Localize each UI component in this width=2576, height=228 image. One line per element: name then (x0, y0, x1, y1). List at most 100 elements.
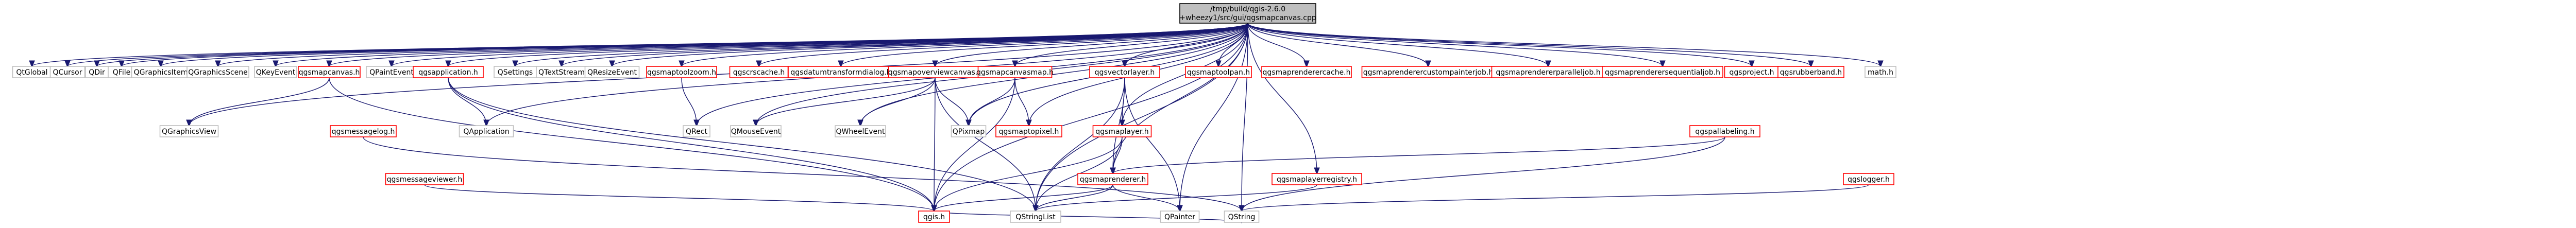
edge-root-to-qgsmapcanvasmap-h (1015, 23, 1248, 66)
edge-root-to-qgscrscache-h (759, 23, 1248, 66)
edge-root-to-qwheelevent (860, 23, 1248, 126)
edge-root-to-qpainter (1180, 23, 1248, 211)
node-label: QRect (686, 128, 707, 136)
node-qstringlist[interactable]: QStringList (1010, 211, 1061, 223)
node-qgsmapoverviewcanvas-h[interactable]: qgsmapoverviewcanvas.h (888, 66, 982, 78)
edge-qgsmessagelog-h-to-qstring (363, 136, 1242, 211)
node-qglobal[interactable]: QtGlobal (12, 66, 52, 78)
node-qgsmessageviewer-h[interactable]: qgsmessageviewer.h (385, 173, 464, 185)
edge-qgsmapoverviewcanvas-h-to-qmouseevent (756, 77, 936, 126)
node-qgsmaprenderer-h[interactable]: qgsmaprenderer.h (1077, 173, 1148, 185)
node-qgsmaptoolzoom-h[interactable]: qgsmaptoolzoom.h (646, 66, 717, 78)
node-qstring[interactable]: QString (1224, 211, 1260, 223)
node-qgslogger-h[interactable]: qgslogger.h (1843, 173, 1894, 185)
edge-root-to-qgsmaprenderercustompainterjob-h (1247, 23, 1428, 66)
node-qgsrubberband-h[interactable]: qgsrubberband.h (1777, 66, 1844, 78)
root-node-file-line: +wheezy1/src/gui/qgsmapcanvas.cpp (1179, 14, 1316, 22)
node-qwheelevent[interactable]: QWheelEvent (835, 125, 886, 137)
node-label: qgsmaplayerregistry.h (1277, 176, 1357, 184)
node-qmouseevent[interactable]: QMouseEvent (730, 125, 782, 137)
node-label: QGraphicsView (162, 128, 216, 136)
edge-root-to-qgsmaplayerregistry-h (1247, 23, 1317, 173)
node-qgsmaplayer-h[interactable]: qgsmaplayer.h (1092, 125, 1152, 137)
node-qpixmap[interactable]: QPixmap (951, 125, 987, 137)
node-qgsvectorlayer-h[interactable]: qgsvectorlayer.h (1089, 66, 1160, 78)
node-label: qgsmaprenderercustompainterjob.h (1363, 68, 1493, 77)
edge-qgsmaplayerregistry-h-to-qstringlist (1036, 184, 1317, 211)
node-qgsmapcanvasmap-h[interactable]: qgsmapcanvasmap.h (976, 66, 1054, 78)
edge-qgsmapcanvasmap-h-to-qpixmap (969, 77, 1015, 126)
node-qcursor[interactable]: QCursor (49, 66, 86, 78)
edge-qgspallabeling-h-to-qstring (1242, 136, 1725, 211)
edge-root-to-qgsmaprendererparalleljob-h (1247, 23, 1548, 66)
node-qrect[interactable]: QRect (683, 125, 710, 137)
node-label: qgsmapcanvas.h (299, 68, 360, 77)
edge-qgsapplication-h-to-qstringlist (448, 77, 1036, 211)
edge-qgsmapcanvasmap-h-to-qgis-h (934, 77, 1015, 211)
node-label: qgsmaptoolzoom.h (647, 68, 716, 77)
node-label: QtGlobal (16, 68, 47, 77)
node-qsettings[interactable]: QSettings (494, 66, 537, 78)
edge-root-to-qgsmapcanvas-h (329, 23, 1248, 66)
edge-root-to-qgsmaptoolzoom-h (682, 23, 1248, 66)
edge-qgsmaprenderer-h-to-qgis-h (934, 184, 1113, 211)
node-qgscrscache-h[interactable]: qgscrscache.h (729, 66, 789, 78)
node-label: qgsmaplayer.h (1095, 128, 1148, 136)
edge-root-to-qgsmaplayer-h (1122, 23, 1248, 126)
edge-root-to-qstring (1242, 23, 1248, 211)
node-qgsapplication-h[interactable]: qgsapplication.h (413, 66, 484, 78)
edge-root-to-math-h (1247, 23, 1880, 66)
node-label: QPainter (1164, 213, 1195, 221)
node-qgraphicsscene[interactable]: QGraphicsScene (187, 66, 249, 78)
node-qgsmaprenderercache-h[interactable]: qgsmaprenderercache.h (1261, 66, 1352, 78)
node-label: QString (1228, 213, 1256, 221)
edge-qgsmapcanvas-h-to-qgis-h (329, 77, 934, 211)
edge-root-to-qgsmapoverviewcanvas-h (935, 23, 1248, 66)
node-qgsdatumtransformdialog-h[interactable]: qgsdatumtransformdialog.h (788, 66, 894, 78)
node-label: QDir (89, 68, 105, 77)
node-label: QCursor (53, 68, 82, 77)
edge-qgsmapoverviewcanvas-h-to-qwheelevent (860, 77, 936, 126)
node-qtextstream[interactable]: QTextStream (536, 66, 587, 78)
edge-root-to-qgsrubberband-h (1247, 23, 1811, 66)
node-qgraphicsitem[interactable]: QGraphicsItem (131, 66, 191, 78)
node-qpaintevent[interactable]: QPaintEvent (366, 66, 417, 78)
node-label: QGraphicsScene (188, 68, 248, 77)
node-label: qgsproject.h (1730, 68, 1774, 77)
node-label: qgsdatumtransformdialog.h (790, 68, 891, 77)
node-qgsmaprendererparalleljob-h[interactable]: qgsmaprendererparalleljob.h (1491, 66, 1605, 78)
node-qdir[interactable]: QDir (85, 66, 109, 78)
node-qgsproject-h[interactable]: qgsproject.h (1724, 66, 1780, 78)
node-label: qgslogger.h (1848, 176, 1890, 184)
node-qresizeevent[interactable]: QResizeEvent (584, 66, 640, 78)
edge-qgsmapoverviewcanvas-h-to-qpixmap (935, 77, 969, 126)
node-qgsmessagelog-h[interactable]: qgsmessagelog.h (330, 125, 397, 137)
node-qgraphicsview[interactable]: QGraphicsView (159, 125, 219, 137)
node-label: qgsrubberband.h (1780, 68, 1842, 77)
node-qgsmaplayerregistry-h[interactable]: qgsmaplayerregistry.h (1272, 173, 1362, 185)
node-label: qgsmessagelog.h (332, 128, 395, 136)
edge-qgsmapoverviewcanvas-h-to-qstringlist (935, 77, 1036, 211)
node-qpainter[interactable]: QPainter (1160, 211, 1200, 223)
edge-qgsmaprenderer-h-to-qpainter (1112, 184, 1180, 211)
node-label: QWheelEvent (836, 128, 885, 136)
edge-qgsmapcanvas-h-to-qgraphicsview (189, 77, 330, 126)
node-qgsmaprenderersequentialjob-h[interactable]: qgsmaprenderersequentialjob.h (1602, 66, 1723, 78)
node-label: qgsmaprenderersequentialjob.h (1605, 68, 1720, 77)
edge-qgsmaplayer-h-to-qgis-h (934, 136, 1123, 211)
node-qgsmaptopixel-h[interactable]: qgsmaptopixel.h (995, 125, 1062, 137)
node-qgis-h[interactable]: qgis.h (918, 211, 950, 223)
node-qgsmapcanvas-h[interactable]: qgsmapcanvas.h (298, 66, 361, 78)
node-qgsmaptoolpan-h[interactable]: qgsmaptoolpan.h (1185, 66, 1252, 78)
node-qapplication[interactable]: QApplication (459, 125, 514, 137)
edge-root-to-qgsmaprenderersequentialjob-h (1247, 23, 1663, 66)
node-qkeyevent[interactable]: QKeyEvent (254, 66, 297, 78)
node-qfile[interactable]: QFile (108, 66, 135, 78)
node-math-h[interactable]: math.h (1865, 66, 1896, 78)
node-label: QTextStream (538, 68, 585, 77)
node-label: qgsvectorlayer.h (1095, 68, 1155, 77)
node-label: math.h (1868, 68, 1893, 77)
node-qgspallabeling-h[interactable]: qgspallabeling.h (1689, 125, 1760, 137)
node-qgsmaprenderercustompainterjob-h[interactable]: qgsmaprenderercustompainterjob.h (1361, 66, 1495, 78)
